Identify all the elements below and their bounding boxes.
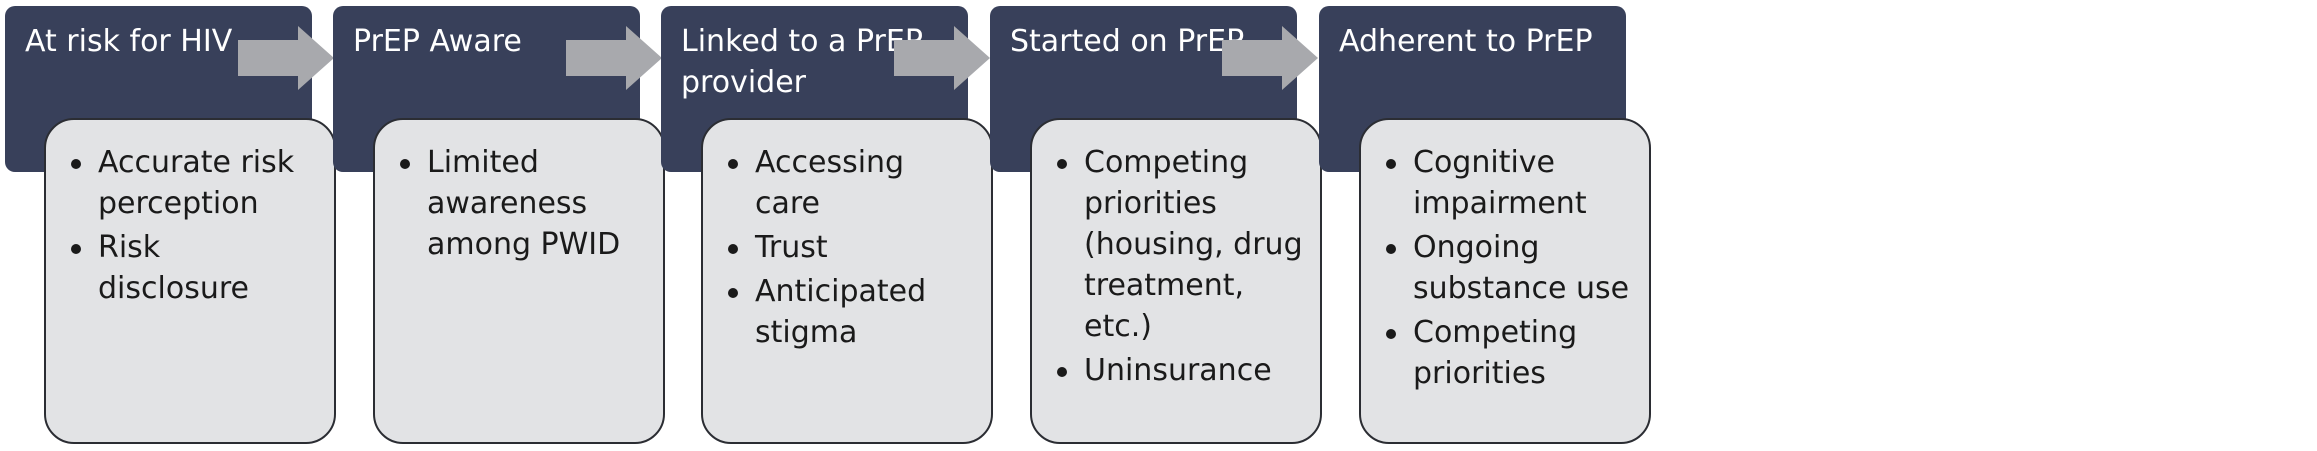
barrier-item: Ongoing substance use [1385,227,1635,309]
stage-title: PrEP Aware [353,24,522,59]
barrier-item: Accurate risk perception [70,142,320,224]
barrier-card-linked: Accessing care Trust Anticipated stigma [701,118,993,444]
stage-title: At risk for HIV [25,24,233,59]
barrier-item: Limited awareness among PWID [399,142,649,265]
barrier-text: Risk disclosure [98,230,249,306]
barrier-text: Limited awareness among PWID [427,145,621,262]
stage-title: Linked to a PrEP provider [681,24,923,100]
barrier-card-at-risk: Accurate risk perception Risk disclosure [44,118,336,444]
barrier-text: Cognitive impairment [1413,145,1587,221]
bullet-icon [71,159,81,169]
barrier-card-adherent: Cognitive impairment Ongoing substance u… [1359,118,1651,444]
barrier-item: Accessing care [727,142,977,224]
barrier-card-started: Competing priorities (housing, drug trea… [1030,118,1322,444]
barrier-item: Uninsurance [1056,350,1306,391]
right-arrow-icon [894,26,990,90]
barrier-item: Competing priorities [1385,312,1635,394]
right-arrow-icon [238,26,334,90]
bullet-icon [728,288,738,298]
barrier-text: Trust [755,230,828,265]
barrier-text: Ongoing substance use [1413,230,1630,306]
stage-title: Started on PrEP [1010,24,1245,59]
barrier-text: Accurate risk perception [98,145,295,221]
barrier-text: Uninsurance [1084,353,1272,388]
barrier-text: Accessing care [755,145,905,221]
barrier-list: Accessing care Trust Anticipated stigma [727,142,977,353]
bullet-icon [1057,367,1067,377]
barrier-text: Competing priorities [1413,315,1578,391]
right-arrow-icon [566,26,662,90]
barrier-item: Anticipated stigma [727,271,977,353]
barrier-card-prep-aware: Limited awareness among PWID [373,118,665,444]
barrier-item: Risk disclosure [70,227,320,309]
barrier-item: Trust [727,227,977,268]
barrier-list: Competing priorities (housing, drug trea… [1056,142,1306,391]
barrier-list: Limited awareness among PWID [399,142,649,265]
barrier-list: Cognitive impairment Ongoing substance u… [1385,142,1635,394]
barrier-text: Competing priorities (housing, drug trea… [1084,145,1303,344]
barrier-item: Competing priorities (housing, drug trea… [1056,142,1306,347]
bullet-icon [1386,244,1396,254]
bullet-icon [728,244,738,254]
stage-title: Adherent to PrEP [1339,24,1593,59]
bullet-icon [400,159,410,169]
bullet-icon [71,244,81,254]
bullet-icon [728,159,738,169]
bullet-icon [1386,329,1396,339]
bullet-icon [1057,159,1067,169]
right-arrow-icon [1222,26,1318,90]
barrier-text: Anticipated stigma [755,274,927,350]
barrier-item: Cognitive impairment [1385,142,1635,224]
barrier-list: Accurate risk perception Risk disclosure [70,142,320,309]
bullet-icon [1386,159,1396,169]
